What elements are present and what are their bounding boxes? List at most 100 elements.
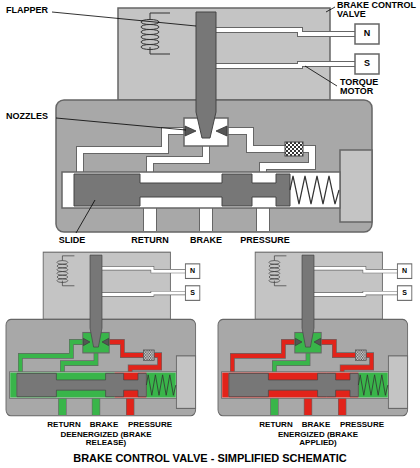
brake-port-edge — [304, 397, 312, 415]
magnet-pole — [185, 264, 199, 279]
filter — [355, 350, 366, 360]
brake-port — [200, 206, 212, 231]
bore-chamber — [290, 173, 339, 207]
leader-line — [326, 7, 335, 12]
coil-winding — [269, 275, 280, 279]
nozzle — [295, 338, 302, 345]
coil-winding — [141, 25, 159, 30]
pole-label: N — [402, 267, 407, 274]
leader-line — [56, 118, 186, 130]
control-passage-right — [320, 342, 355, 355]
magnet-frame — [216, 30, 355, 34]
nozzle — [102, 338, 109, 345]
nozzle — [216, 126, 227, 136]
port-label: BRAKE — [90, 421, 118, 429]
return-port — [271, 397, 278, 415]
slide-bore — [222, 372, 389, 398]
bore-chamber — [63, 173, 74, 207]
pole-label: S — [190, 289, 195, 296]
magnet-frame-edge — [314, 268, 397, 271]
end-cap — [340, 150, 372, 222]
slide-spool — [17, 373, 147, 396]
pressure-port-edge — [256, 206, 270, 231]
state-label: ENERGIZED (BRAKE APPLIED) — [268, 431, 368, 448]
nozzle — [185, 126, 196, 136]
coil-winding — [269, 268, 280, 272]
torque-motor-case — [43, 252, 170, 319]
port-label: PRESSURE — [340, 421, 384, 429]
pressure-port-edge — [126, 397, 134, 415]
valve-main-view — [56, 8, 379, 232]
return-passage-edge — [274, 353, 308, 373]
port-label: RETURN — [131, 236, 169, 245]
bore-chamber — [146, 373, 175, 398]
magnet-frame-edge — [314, 293, 397, 294]
pole-label: N — [190, 267, 195, 274]
coil-winding — [141, 30, 159, 35]
slide-spool — [229, 373, 359, 396]
pressure-port — [257, 206, 269, 231]
part-label: BRAKE CONTROL VALVE — [337, 1, 417, 20]
part-label: TORQUE MOTOR — [340, 78, 400, 97]
valve-energized-view — [218, 252, 412, 416]
control-passage-left — [20, 342, 84, 373]
magnet-frame — [314, 268, 397, 271]
magnet-frame — [314, 293, 397, 294]
return-passage-edge — [150, 146, 206, 174]
magnet-frame — [216, 64, 355, 66]
part-label: SLIDE — [59, 236, 86, 245]
coil-winding — [57, 264, 68, 268]
figure-caption: BRAKE CONTROL VALVE - SIMPLIFIED SCHEMAT… — [73, 453, 347, 465]
magnet-pole — [185, 286, 199, 301]
flapper — [302, 255, 314, 347]
magnet-frame — [102, 268, 185, 271]
control-passage-left — [232, 342, 296, 373]
slide-bore — [62, 172, 340, 208]
return-passage — [150, 146, 206, 174]
return-port — [59, 397, 66, 415]
end-cap — [176, 356, 195, 409]
coil-winding — [57, 272, 68, 276]
control-passage-right-edge — [320, 342, 355, 355]
coil-wire — [274, 256, 286, 286]
pole-label: S — [364, 59, 370, 68]
port-label: PRESSURE — [240, 236, 290, 245]
magnet-pole — [397, 264, 411, 279]
magnet-frame-edge — [216, 30, 355, 34]
return-passage — [62, 353, 96, 373]
magnet-frame — [102, 293, 185, 294]
part-label: NOZZLES — [6, 112, 48, 121]
part-label: FLAPPER — [6, 6, 48, 15]
control-passage-left-edge — [232, 342, 296, 373]
pressure-port-edge — [338, 397, 346, 415]
coil-winding — [57, 268, 68, 272]
magnet-frame-edge — [216, 64, 355, 66]
return-port-edge — [58, 397, 66, 415]
coil-wire — [150, 13, 170, 54]
pole-label: N — [364, 29, 371, 38]
port-label: RETURN — [47, 421, 80, 429]
return-port-edge — [143, 206, 157, 231]
slide-bore — [10, 372, 177, 398]
return-passage — [274, 353, 308, 373]
leader-line — [52, 12, 196, 26]
coil-winding — [57, 275, 68, 279]
return-passage-edge — [62, 353, 96, 373]
bore-chamber — [222, 373, 229, 398]
port-label: PRESSURE — [128, 421, 172, 429]
torque-motor-case — [255, 252, 382, 319]
magnet-pole — [355, 24, 379, 44]
brake-port-edge — [199, 206, 213, 231]
coil-winding — [57, 261, 68, 265]
control-passage-right-edge — [108, 342, 143, 355]
control-passage-left-edge — [80, 131, 186, 174]
leader-line — [76, 200, 95, 233]
return-port — [144, 206, 156, 231]
magnet-pole — [355, 54, 379, 74]
control-passage-right-edge — [226, 131, 285, 149]
end-cap — [388, 356, 407, 409]
flapper — [90, 255, 102, 347]
port-label: BRAKE — [302, 421, 330, 429]
coil-winding — [269, 272, 280, 276]
